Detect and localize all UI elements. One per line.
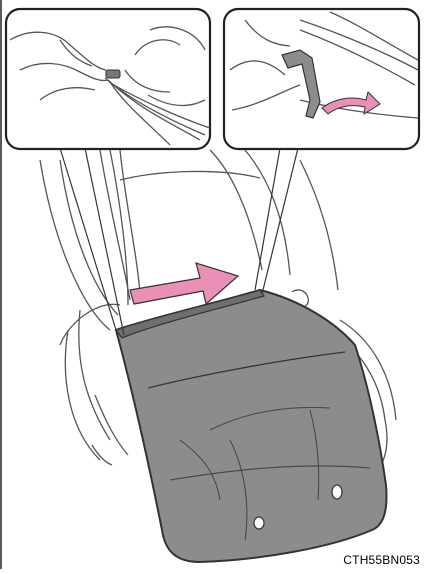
figure-code: CTH55BN053 (343, 553, 420, 567)
cover-hole-right (332, 485, 342, 499)
cover-hole-left (254, 517, 264, 529)
detail-inset-right (224, 9, 419, 149)
detail-inset-left (6, 9, 210, 149)
seat-cushion-cover (116, 290, 386, 562)
arrow-right-icon (130, 263, 238, 304)
